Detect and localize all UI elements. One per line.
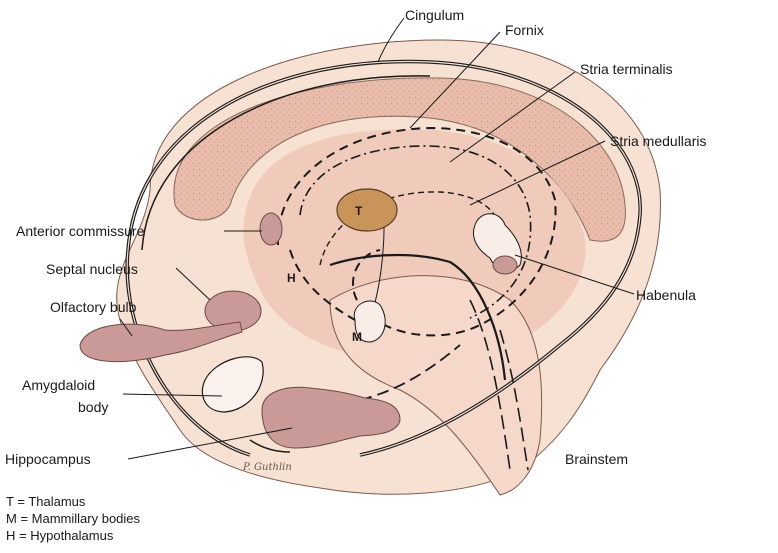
- label-brainstem: Brainstem: [565, 451, 628, 467]
- label-cingulum: Cingulum: [405, 7, 464, 23]
- hypothalamus-marker: H: [287, 271, 296, 285]
- legend-text: Hypothalamus: [30, 528, 113, 543]
- label-amygdaloid-line1: Amygdaloid: [22, 377, 95, 393]
- legend-row-hypothalamus: H = Hypothalamus: [6, 527, 140, 544]
- label-amygdaloid-line2: body: [78, 399, 108, 415]
- legend-row-thalamus: T = Thalamus: [6, 493, 140, 510]
- thalamus-shape: [337, 189, 397, 231]
- label-stria-medullaris: Stria medullaris: [610, 133, 706, 149]
- artist-signature: P. Guthlin: [242, 462, 292, 473]
- legend-text: Mammillary bodies: [32, 511, 140, 526]
- legend-key: M: [6, 511, 17, 526]
- label-fornix: Fornix: [505, 22, 544, 38]
- label-stria-terminalis: Stria terminalis: [580, 61, 673, 77]
- thalamus-marker: T: [355, 204, 363, 218]
- legend-key: T: [6, 494, 14, 509]
- legend-text: Thalamus: [28, 494, 85, 509]
- label-habenula: Habenula: [636, 287, 696, 303]
- abbreviation-legend: T = Thalamus M = Mammillary bodies H = H…: [6, 493, 140, 544]
- legend-row-mammillary: M = Mammillary bodies: [6, 510, 140, 527]
- label-anterior-commissure: Anterior commissure: [16, 223, 145, 239]
- label-olfactory-bulb: Olfactory bulb: [50, 299, 137, 315]
- anterior-commissure-shape: [260, 213, 282, 245]
- legend-key: H: [6, 528, 15, 543]
- mammillary-marker: M: [352, 330, 362, 344]
- label-hippocampus: Hippocampus: [5, 451, 91, 467]
- label-septal-nucleus: Septal nucleus: [46, 261, 138, 277]
- habenula-nucleus: [493, 256, 517, 274]
